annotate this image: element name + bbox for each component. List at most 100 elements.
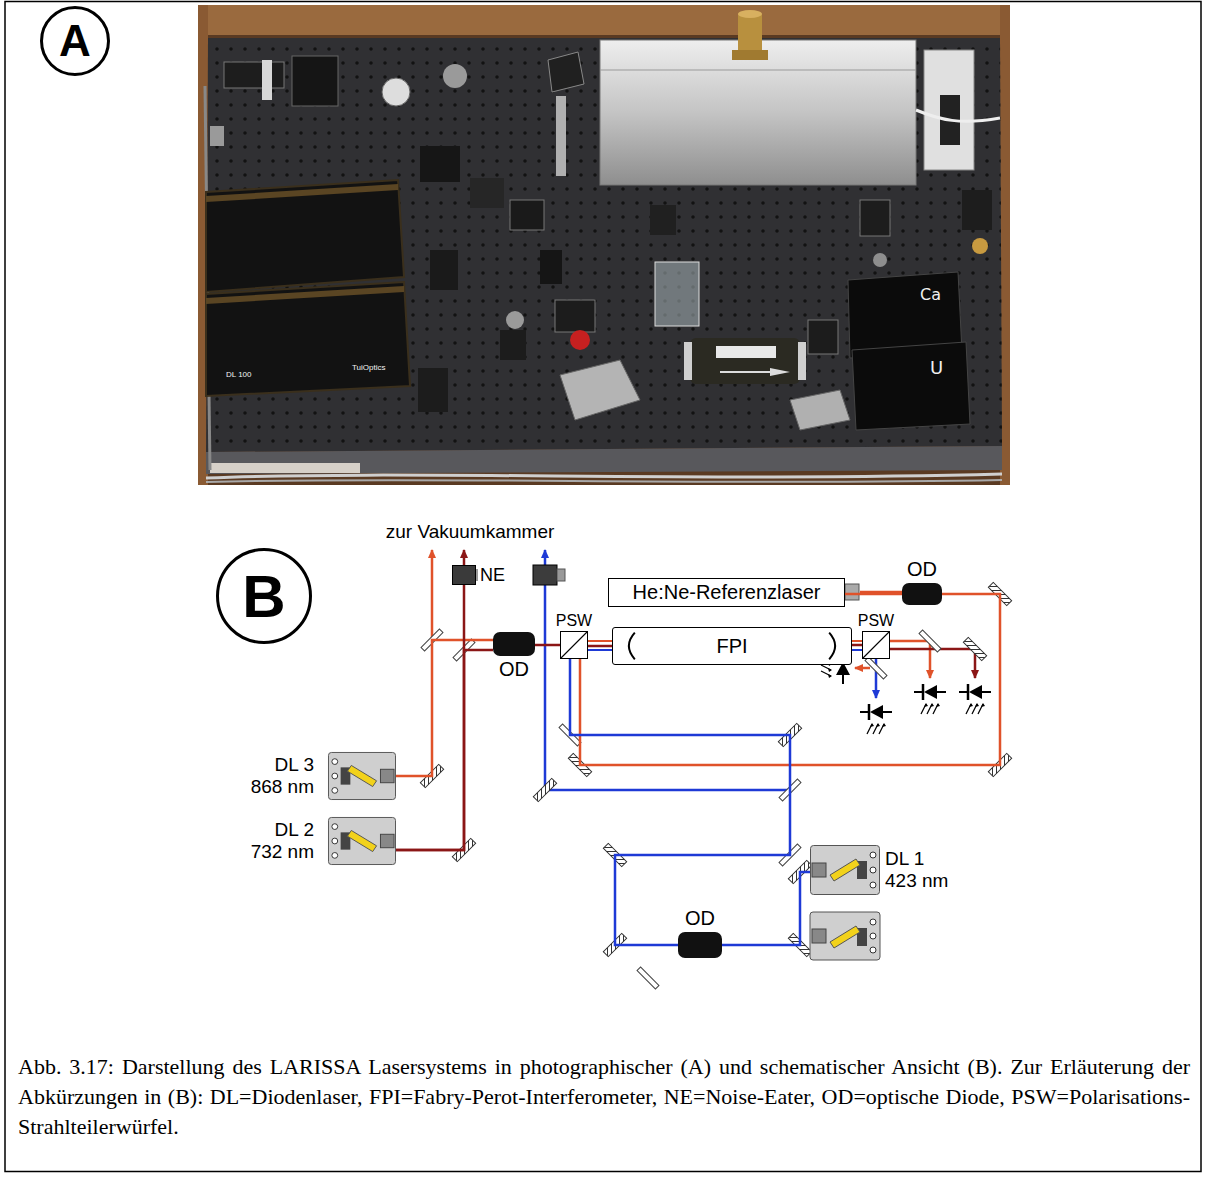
mount-screw [332,788,338,794]
lab-photograph [655,262,699,326]
lab-photograph [510,200,544,230]
photo-text: Ca [920,286,941,304]
dl-outline [328,752,396,800]
node-label: DL 2 [251,819,314,841]
node-label: OD [685,907,715,930]
optics-symbols [870,933,876,939]
grating [830,859,860,881]
beam-lines [852,649,862,651]
lab-photograph [470,178,504,208]
laser-mount [328,817,395,864]
laser-mount [328,752,395,799]
lab-photograph [206,282,410,396]
figure-caption: Abb. 3.17: Darstellung des LARISSA Laser… [18,1052,1190,1142]
label-block: OD [907,558,937,581]
psw-outline [863,632,889,658]
laser-beam [722,872,810,945]
lab-photograph [206,38,1002,452]
fabry-perot-interferometer: FPI [612,627,852,665]
photo-text: TuiOptics [352,364,386,373]
cavity-mirror [829,633,835,660]
panel-letter: B [242,562,285,631]
node-label: OD [907,558,937,581]
lab-photograph [852,342,970,430]
output-port [380,834,394,847]
lab-photograph [500,330,526,360]
node-label: FPI [716,635,747,658]
mount-screw [332,759,338,765]
lab-photograph [600,70,916,71]
panel-letter: A [59,16,91,67]
node-label: PSW [858,612,894,630]
lab-photograph [292,56,338,106]
lab-photograph [962,190,992,230]
mount-screw [870,867,876,873]
output-port [380,769,394,782]
lab-photograph [570,330,590,350]
optics-symbols [845,584,859,600]
laser-beam [845,593,902,596]
lab-photograph [916,110,1000,121]
node-label: DL 1 [885,848,948,870]
lab-photograph [420,146,460,182]
node-label: NE [480,565,505,586]
label-block: PSW [858,612,894,630]
laser-beam [396,640,493,776]
optical-diode: OD [902,583,942,605]
optics-symbols [870,919,876,925]
beam-splitter-cube: PSW [862,631,890,659]
lab-photograph [548,52,584,92]
node-label: DL 3 [251,754,314,776]
optics-symbols [533,565,557,585]
lab-photograph [790,390,850,430]
beam-lines [890,641,930,678]
optics-symbols [476,569,478,581]
optical-diode: OD [678,932,722,958]
lab-photograph [430,250,458,290]
figure-frame [5,2,1201,1172]
optical-diode: OD [493,632,535,656]
lab-photograph [684,342,692,380]
lab-photograph [206,286,404,304]
laser-beam [396,585,464,850]
optics-symbols [830,926,860,948]
lab-photograph [600,40,916,185]
laser-beam [588,645,612,648]
optics-symbols [812,919,876,953]
panel-letter-circle: A [40,6,110,76]
reference-laser-box: He:Ne-Referenzlaser [608,578,845,607]
lab-photograph [418,368,448,412]
lab-photograph [738,10,762,18]
laser-mount [811,846,880,895]
mount-screw [332,773,338,779]
dl-outline [810,845,880,895]
beam-splitter-cube: PSW [560,631,588,659]
lab-photograph [720,371,770,373]
lab-photograph [732,50,768,60]
optics-symbols [420,565,1011,989]
diode-laser: DL 3868 nm [328,752,396,800]
cavity-mirror [629,633,635,660]
psw-outline [561,632,587,658]
lab-photograph [716,346,776,358]
label-block: PSW [556,612,592,630]
beam-lines [463,550,466,565]
laser-beam [570,659,790,945]
laser-parts [812,852,876,888]
splitter-diagonal [863,632,889,658]
mount-screw [332,853,338,859]
laser-beam [852,644,862,647]
beam-lines [588,640,612,642]
optics-symbols [860,704,892,734]
optics-symbols [533,778,556,801]
mount-screw [870,882,876,888]
lab-photograph [206,474,1002,478]
lab-photograph [924,50,974,170]
node-label: 868 nm [251,776,314,798]
lab-photograph [198,5,1010,485]
beam-lines [890,649,975,678]
optics-symbols [557,569,565,581]
lab-photograph [972,238,988,254]
node-label: He:Ne-Referenzlaser [633,581,821,604]
